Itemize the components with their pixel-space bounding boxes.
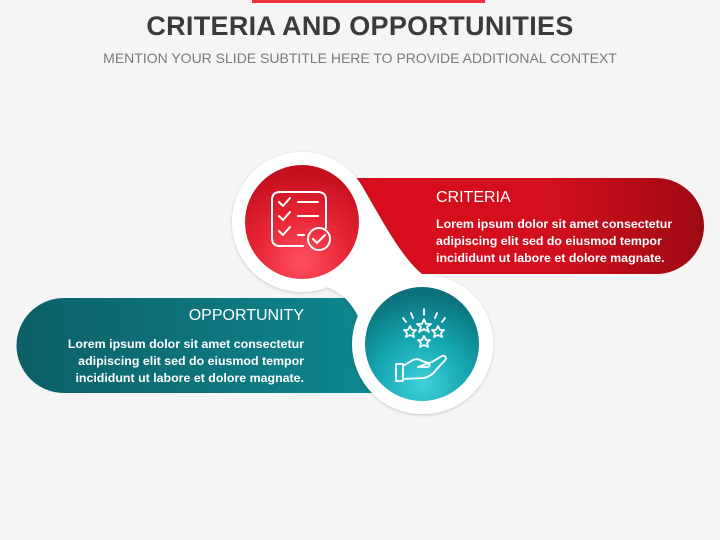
opportunity-body-line: incididunt ut labore et dolore magnate. [75, 371, 304, 385]
slide-title: CRITERIA AND OPPORTUNITIES [146, 11, 574, 41]
hand-stars-icon [395, 308, 447, 382]
checklist-icon [271, 191, 331, 251]
opportunity-body-line: adipiscing elit sed do eiusmod tempor [78, 354, 304, 368]
criteria-pill [330, 178, 704, 274]
opportunity-body-line: Lorem ipsum dolor sit amet consectetur [67, 337, 304, 351]
opportunity-pill [16, 298, 395, 393]
accent-bar [252, 0, 485, 3]
criteria-body-line: Lorem ipsum dolor sit amet consectetur [436, 217, 673, 231]
criteria-body-line: adipiscing elit sed do eiusmod tempor [436, 234, 662, 248]
criteria-body-line: incididunt ut labore et dolore magnate. [436, 251, 665, 265]
slide-subtitle: MENTION YOUR SLIDE SUBTITLE HERE TO PROV… [103, 50, 617, 66]
criteria-body: Lorem ipsum dolor sit amet consectetur a… [436, 216, 706, 267]
criteria-title: CRITERIA [436, 189, 511, 206]
opportunity-title: OPPORTUNITY [188, 307, 304, 324]
opportunity-circle [365, 287, 479, 401]
opportunity-body: Lorem ipsum dolor sit amet consectetur a… [34, 336, 304, 387]
criteria-circle [245, 165, 359, 279]
